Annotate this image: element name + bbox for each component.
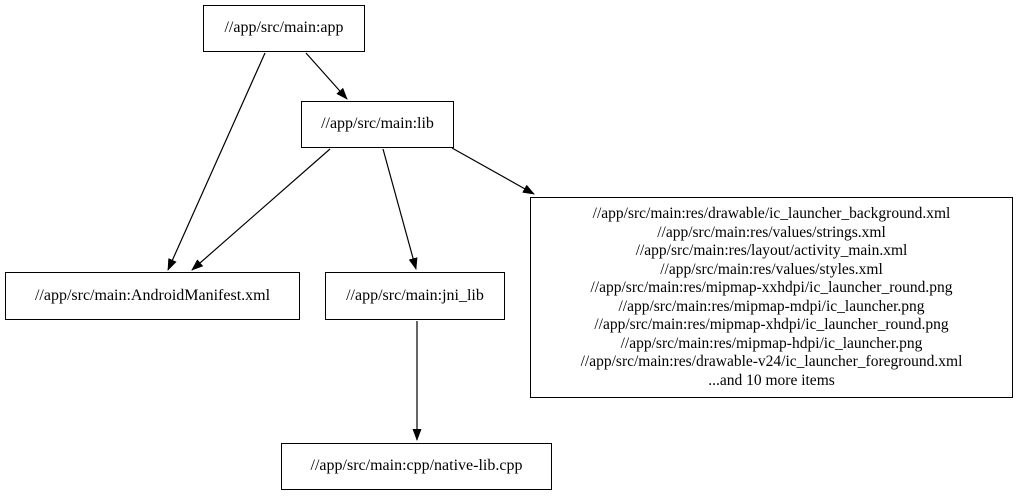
res-group-more-items: ...and 10 more items bbox=[708, 371, 835, 389]
res-group-line: //app/src/main:res/values/strings.xml bbox=[657, 223, 886, 241]
edge-app-to-manifest bbox=[167, 52, 266, 271]
res-group-line: //app/src/main:res/values/styles.xml bbox=[660, 260, 883, 278]
node-label-android-manifest: //app/src/main:AndroidManifest.xml bbox=[34, 286, 271, 304]
edge-lib-to-jni-lib bbox=[382, 148, 418, 270]
node-label-jni-lib: //app/src/main:jni_lib bbox=[346, 286, 484, 304]
res-group-line: //app/src/main:res/drawable/ic_launcher_… bbox=[592, 205, 951, 222]
graph-node-native-lib-cpp: //app/src/main:cpp/native-lib.cpp bbox=[281, 443, 552, 490]
edge-lib-to-manifest bbox=[191, 148, 331, 271]
graph-node-app: //app/src/main:app bbox=[203, 5, 365, 52]
graph-node-lib: //app/src/main:lib bbox=[301, 101, 454, 148]
node-label-lib: //app/src/main:lib bbox=[321, 115, 434, 133]
res-group-line: //app/src/main:res/layout/activity_main.… bbox=[635, 242, 908, 259]
node-label-native-lib-cpp: //app/src/main:cpp/native-lib.cpp bbox=[310, 457, 523, 475]
graph-node-jni-lib: //app/src/main:jni_lib bbox=[325, 272, 505, 320]
res-group-line: //app/src/main:res/mipmap-xxhdpi/ic_laun… bbox=[590, 279, 953, 296]
res-group-line: //app/src/main:res/mipmap-xhdpi/ic_launc… bbox=[594, 316, 949, 333]
graph-node-res-group: //app/src/main:res/drawable/ic_launcher_… bbox=[530, 197, 1013, 398]
res-group-line: //app/src/main:res/mipmap-mdpi/ic_launch… bbox=[618, 297, 925, 315]
graph-node-android-manifest: //app/src/main:AndroidManifest.xml bbox=[5, 272, 300, 320]
edge-app-to-lib bbox=[305, 52, 348, 100]
node-label-app: //app/src/main:app bbox=[224, 19, 344, 37]
res-group-line: //app/src/main:res/mipmap-hdpi/ic_launch… bbox=[620, 334, 923, 352]
res-group-line: //app/src/main:res/drawable-v24/ic_launc… bbox=[580, 353, 963, 370]
edge-lib-to-res-group bbox=[451, 147, 535, 195]
